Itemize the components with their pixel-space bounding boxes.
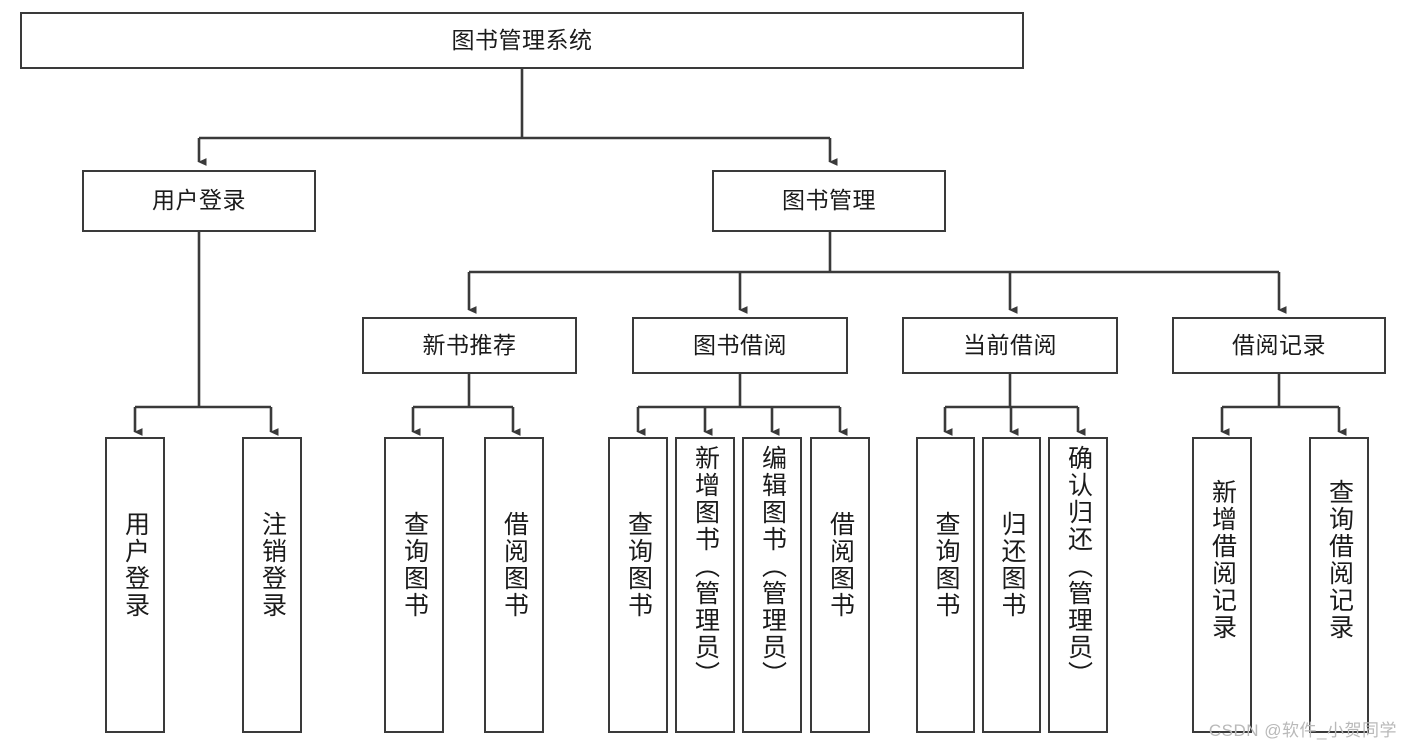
node-label: 图书管理系统 — [451, 26, 593, 53]
node-leaf-return-book[interactable]: 归还图书 — [982, 437, 1041, 733]
node-label: 借阅图书 — [826, 511, 855, 619]
node-new-book-recommend[interactable]: 新书推荐 — [362, 317, 577, 374]
node-label: 用户登录 — [152, 187, 246, 214]
node-label: 查询图书 — [400, 511, 429, 619]
node-leaf-add-record[interactable]: 新增借阅记录 — [1192, 437, 1252, 733]
node-current-borrow[interactable]: 当前借阅 — [902, 317, 1118, 374]
node-leaf-user-login[interactable]: 用户登录 — [105, 437, 165, 733]
node-borrow-record[interactable]: 借阅记录 — [1172, 317, 1386, 374]
csdn-watermark: CSDN @软件_小贺同学 — [1208, 721, 1397, 740]
node-label: 查询图书 — [624, 511, 653, 619]
node-book-manage[interactable]: 图书管理 — [712, 170, 946, 232]
node-leaf-logout-login[interactable]: 注销登录 — [242, 437, 302, 733]
node-leaf-query-record[interactable]: 查询借阅记录 — [1309, 437, 1369, 733]
node-label: 借阅图书 — [500, 511, 529, 619]
node-label: 用户登录 — [121, 511, 150, 619]
node-leaf-confirm-return[interactable]: 确认归还（管理员） — [1048, 437, 1108, 733]
node-label: 编辑图书（管理员） — [758, 445, 787, 688]
node-leaf-borrow-book-1[interactable]: 借阅图书 — [484, 437, 544, 733]
node-leaf-query-book-3[interactable]: 查询图书 — [916, 437, 975, 733]
node-book-borrow[interactable]: 图书借阅 — [632, 317, 848, 374]
node-label: 查询图书 — [932, 511, 960, 619]
node-leaf-query-book-1[interactable]: 查询图书 — [384, 437, 444, 733]
node-label: 新增借阅记录 — [1208, 479, 1237, 641]
node-label: 注销登录 — [258, 511, 287, 619]
node-label: 图书借阅 — [693, 331, 787, 358]
node-leaf-edit-book[interactable]: 编辑图书（管理员） — [742, 437, 802, 733]
node-label: 确认归还（管理员） — [1064, 445, 1093, 688]
node-leaf-add-book[interactable]: 新增图书（管理员） — [675, 437, 735, 733]
node-label: 新书推荐 — [422, 331, 517, 358]
node-label: 图书管理 — [782, 187, 876, 214]
node-leaf-borrow-book-2[interactable]: 借阅图书 — [810, 437, 870, 733]
node-label: 新增图书（管理员） — [691, 445, 720, 688]
node-leaf-query-book-2[interactable]: 查询图书 — [608, 437, 668, 733]
node-label: 当前借阅 — [963, 331, 1057, 358]
node-label: 查询借阅记录 — [1325, 479, 1354, 641]
node-label: 借阅记录 — [1232, 331, 1326, 358]
node-root-system[interactable]: 图书管理系统 — [20, 12, 1024, 69]
node-user-login[interactable]: 用户登录 — [82, 170, 316, 232]
node-label: 归还图书 — [998, 511, 1026, 619]
